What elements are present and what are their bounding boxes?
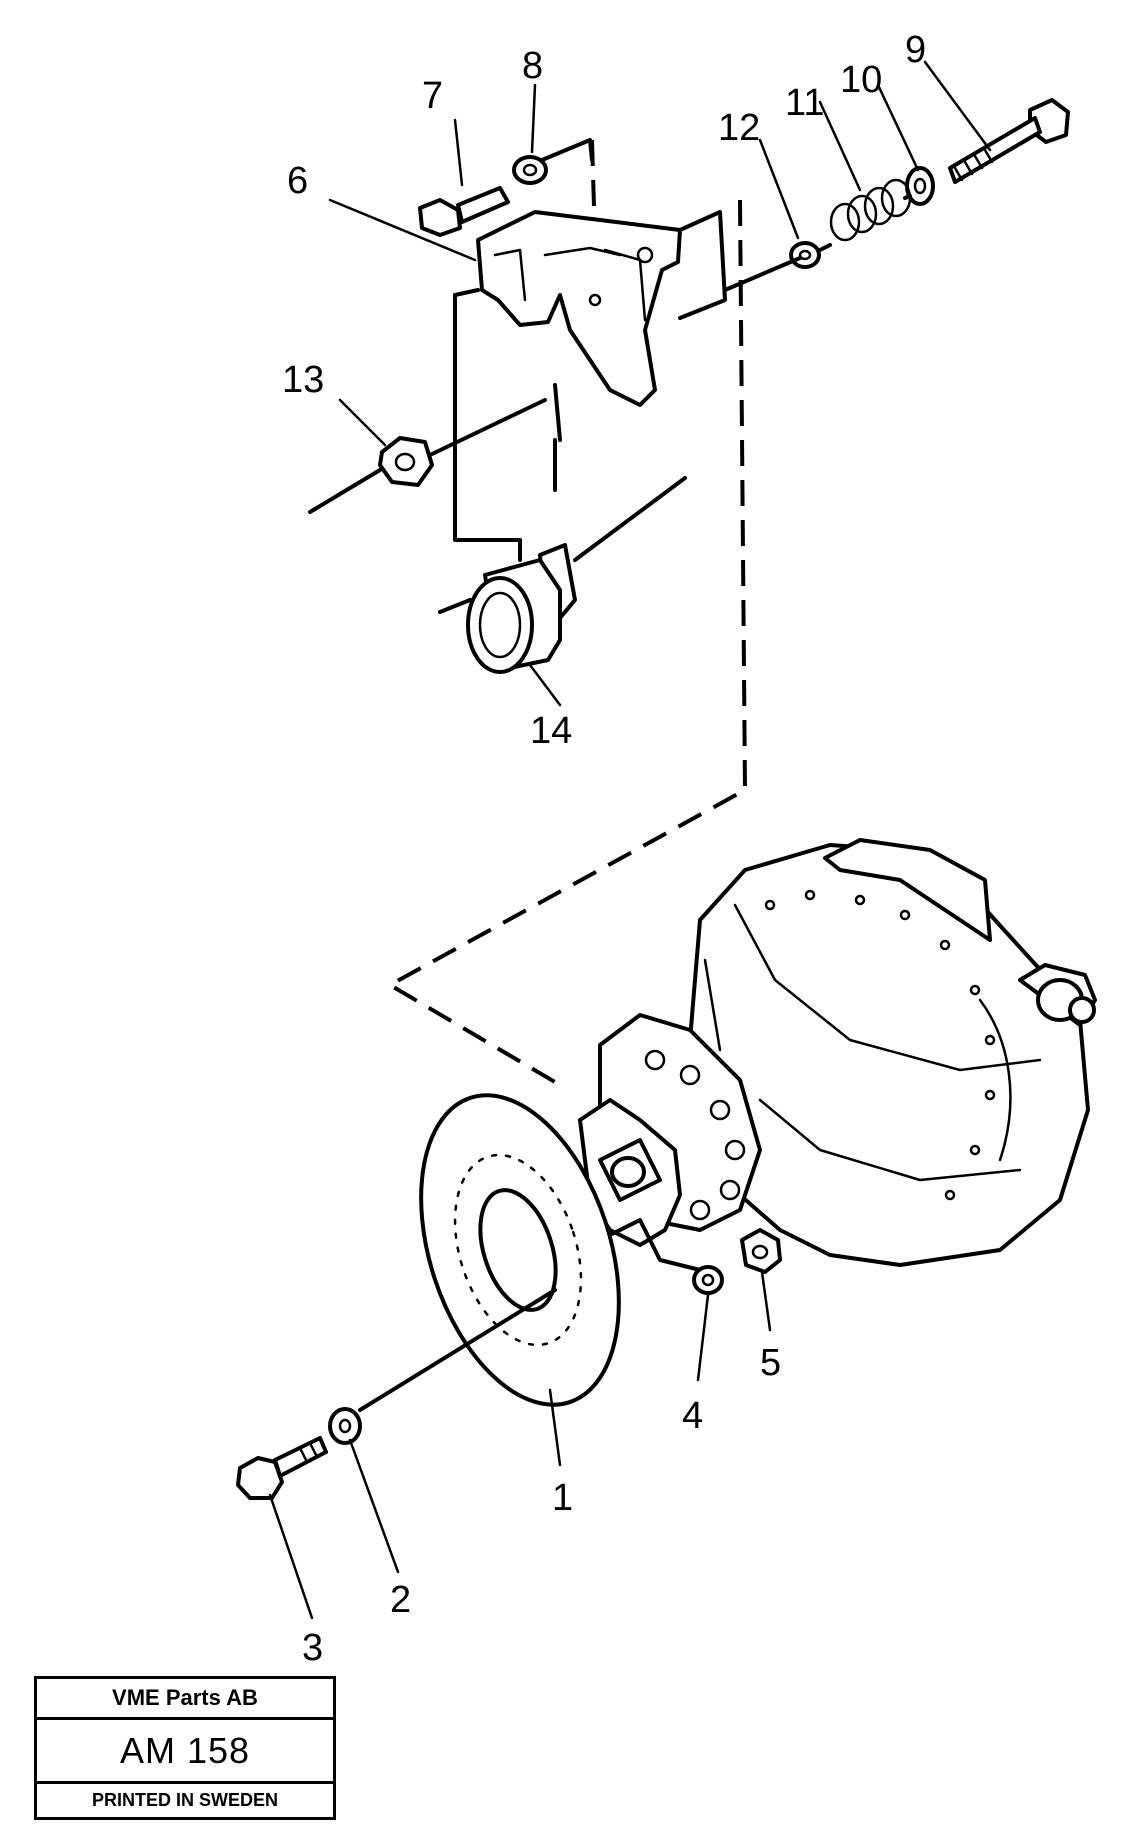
callout-2: 2 <box>390 1579 411 1621</box>
callout-3: 3 <box>302 1627 323 1669</box>
bolt-part-7 <box>418 186 510 237</box>
leader-lines <box>268 60 992 1620</box>
callout-10: 10 <box>840 59 882 101</box>
callout-8: 8 <box>522 45 543 87</box>
nut-part-5 <box>740 1228 782 1274</box>
callout-6: 6 <box>287 160 308 202</box>
company-name: VME Parts AB <box>112 1685 258 1710</box>
bushing-part-14 <box>466 543 577 674</box>
callout-7: 7 <box>422 75 443 117</box>
printed-note: PRINTED IN SWEDEN <box>37 1781 333 1817</box>
spring-part-11 <box>829 178 912 242</box>
disc-axis-line <box>358 1218 702 1412</box>
nut-axis-line <box>308 398 547 514</box>
bolt-part-9 <box>948 98 1070 184</box>
callout-5: 5 <box>760 1342 781 1384</box>
bolt-axis-line <box>723 194 912 292</box>
callout-13: 13 <box>282 359 324 401</box>
bracket-frame-top <box>528 138 594 167</box>
washer-part-2 <box>328 1407 362 1445</box>
callout-4: 4 <box>682 1395 703 1437</box>
washer-part-8 <box>512 155 548 185</box>
nut-part-13 <box>378 436 434 487</box>
title-block: VME Parts AB AM 158 PRINTED IN SWEDEN <box>34 1676 336 1820</box>
axle-housing <box>688 838 1097 1267</box>
callout-12: 12 <box>718 107 760 149</box>
assembly-dashed-line <box>385 199 748 1087</box>
callout-11: 11 <box>785 82 824 124</box>
bracket-frame-right <box>678 210 727 320</box>
bracket-part-6 <box>476 210 682 407</box>
callout-9: 9 <box>905 29 926 71</box>
drawing-code: AM 158 <box>37 1717 333 1781</box>
washer-part-12 <box>789 241 821 269</box>
bushing-axis-line <box>438 476 687 614</box>
washer-part-4 <box>692 1265 724 1295</box>
bolt-part-3 <box>236 1436 328 1500</box>
callout-1: 1 <box>552 1477 573 1519</box>
brake-disc-part-1 <box>419 1093 621 1407</box>
washer-part-10 <box>905 166 935 206</box>
bracket-outline-box <box>453 288 562 562</box>
callout-14: 14 <box>530 710 572 752</box>
